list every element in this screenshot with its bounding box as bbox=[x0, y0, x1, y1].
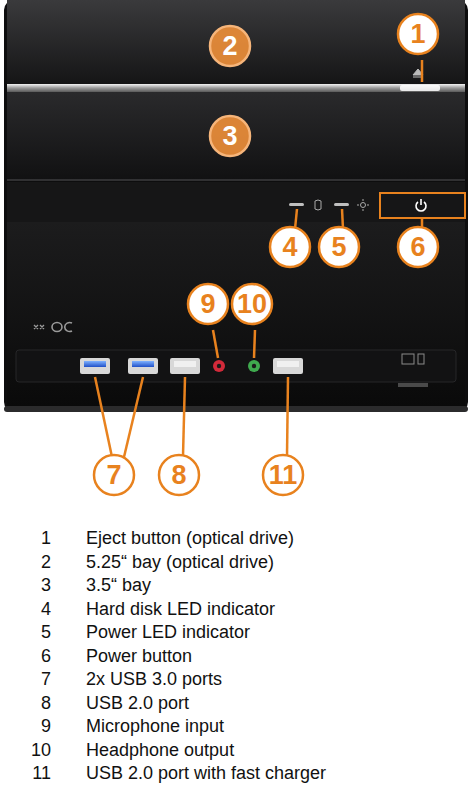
usb2-charger-port bbox=[273, 358, 303, 374]
key-description: Hard disk LED indicator bbox=[86, 599, 275, 619]
chrome-strip bbox=[7, 84, 465, 92]
key-number: 9 bbox=[20, 716, 51, 736]
power-led-icon bbox=[357, 199, 369, 211]
panel-clip bbox=[398, 383, 428, 387]
callout-number: 1 bbox=[396, 12, 440, 56]
power-icon bbox=[416, 199, 426, 211]
callout-number: 11 bbox=[261, 453, 305, 497]
mic-jack bbox=[213, 360, 225, 372]
power-button-highlight bbox=[380, 193, 465, 218]
case-body bbox=[4, 0, 468, 412]
usb2-port bbox=[174, 361, 196, 367]
usb2-charger-port bbox=[277, 361, 299, 367]
leader-line bbox=[183, 377, 185, 456]
leader-line bbox=[295, 209, 297, 229]
key-description: Power LED indicator bbox=[86, 622, 250, 642]
leader-line bbox=[213, 330, 218, 358]
key-number: 2 bbox=[20, 552, 51, 572]
key-number: 11 bbox=[20, 763, 51, 783]
callout-circle: 1 bbox=[396, 12, 448, 64]
callout-circle: 11 bbox=[261, 453, 313, 505]
key-description: Headphone output bbox=[86, 740, 234, 760]
eject-button bbox=[400, 85, 440, 91]
lower-panel bbox=[7, 222, 465, 408]
key-description: USB 2.0 port bbox=[86, 693, 189, 713]
brand-logo-mark bbox=[65, 323, 72, 332]
usb3-port bbox=[84, 361, 106, 367]
key-number: 4 bbox=[20, 599, 51, 619]
callout-circle: 5 bbox=[317, 225, 369, 277]
callout-circle: 3 bbox=[208, 114, 260, 166]
headphone-jack bbox=[248, 360, 260, 372]
key-number: 5 bbox=[20, 622, 51, 642]
port-recess bbox=[16, 350, 456, 382]
callout-circle: 8 bbox=[157, 453, 209, 505]
callout-circle: 10 bbox=[230, 282, 282, 334]
leader-line bbox=[254, 330, 255, 358]
callout-circle: 6 bbox=[396, 225, 448, 277]
callout-number: 5 bbox=[317, 225, 361, 269]
key-number: 8 bbox=[20, 693, 51, 713]
callout-number: 4 bbox=[268, 225, 312, 269]
key-description: Microphone input bbox=[86, 716, 224, 736]
usb2-port bbox=[170, 358, 200, 374]
callout-number: 3 bbox=[208, 114, 252, 158]
usb3-port bbox=[132, 361, 154, 367]
key-description: USB 2.0 port with fast charger bbox=[86, 763, 326, 783]
headphone-jack bbox=[252, 364, 256, 368]
key-description: 5.25“ bay (optical drive) bbox=[86, 552, 274, 572]
panel-icon bbox=[418, 354, 424, 364]
upper-bay bbox=[7, 0, 465, 84]
leader-line bbox=[95, 377, 112, 457]
led-strip bbox=[7, 182, 465, 222]
hdd-icon bbox=[315, 200, 321, 210]
key-description: 3.5“ bay bbox=[86, 575, 151, 595]
mic-jack bbox=[217, 364, 221, 368]
key-number: 10 bbox=[20, 740, 51, 760]
callout-number: 9 bbox=[186, 282, 230, 326]
callout-circle: 9 bbox=[186, 282, 238, 334]
callout-circle: 4 bbox=[268, 225, 320, 277]
leader-line bbox=[124, 377, 143, 457]
key-number: 3 bbox=[20, 575, 51, 595]
brand-logo-mark bbox=[52, 323, 62, 332]
power-led bbox=[334, 203, 349, 206]
key-number: 1 bbox=[20, 528, 51, 548]
callout-number: 7 bbox=[92, 453, 136, 497]
callout-number: 6 bbox=[396, 225, 440, 269]
key-number: 7 bbox=[20, 669, 51, 689]
leader-line bbox=[287, 377, 288, 456]
callout-circle: 2 bbox=[208, 24, 260, 76]
bay-seam bbox=[7, 179, 465, 181]
brand-logo-mark bbox=[34, 325, 44, 329]
hdd-led bbox=[289, 203, 304, 206]
callout-number: 8 bbox=[157, 453, 201, 497]
lower-bay bbox=[7, 92, 465, 180]
key-description: Power button bbox=[86, 646, 192, 666]
key-description: 2x USB 3.0 ports bbox=[86, 669, 222, 689]
power-led-icon bbox=[361, 203, 366, 208]
usb3-port bbox=[128, 358, 158, 374]
panel-icon bbox=[402, 354, 414, 364]
leader-line bbox=[421, 60, 424, 82]
callout-number: 10 bbox=[230, 282, 274, 326]
key-description: Eject button (optical drive) bbox=[86, 528, 294, 548]
usb3-port bbox=[80, 358, 110, 374]
callout-number: 2 bbox=[208, 24, 252, 68]
key-number: 6 bbox=[20, 646, 51, 666]
callout-circle: 7 bbox=[92, 453, 144, 505]
case-base bbox=[4, 406, 468, 412]
